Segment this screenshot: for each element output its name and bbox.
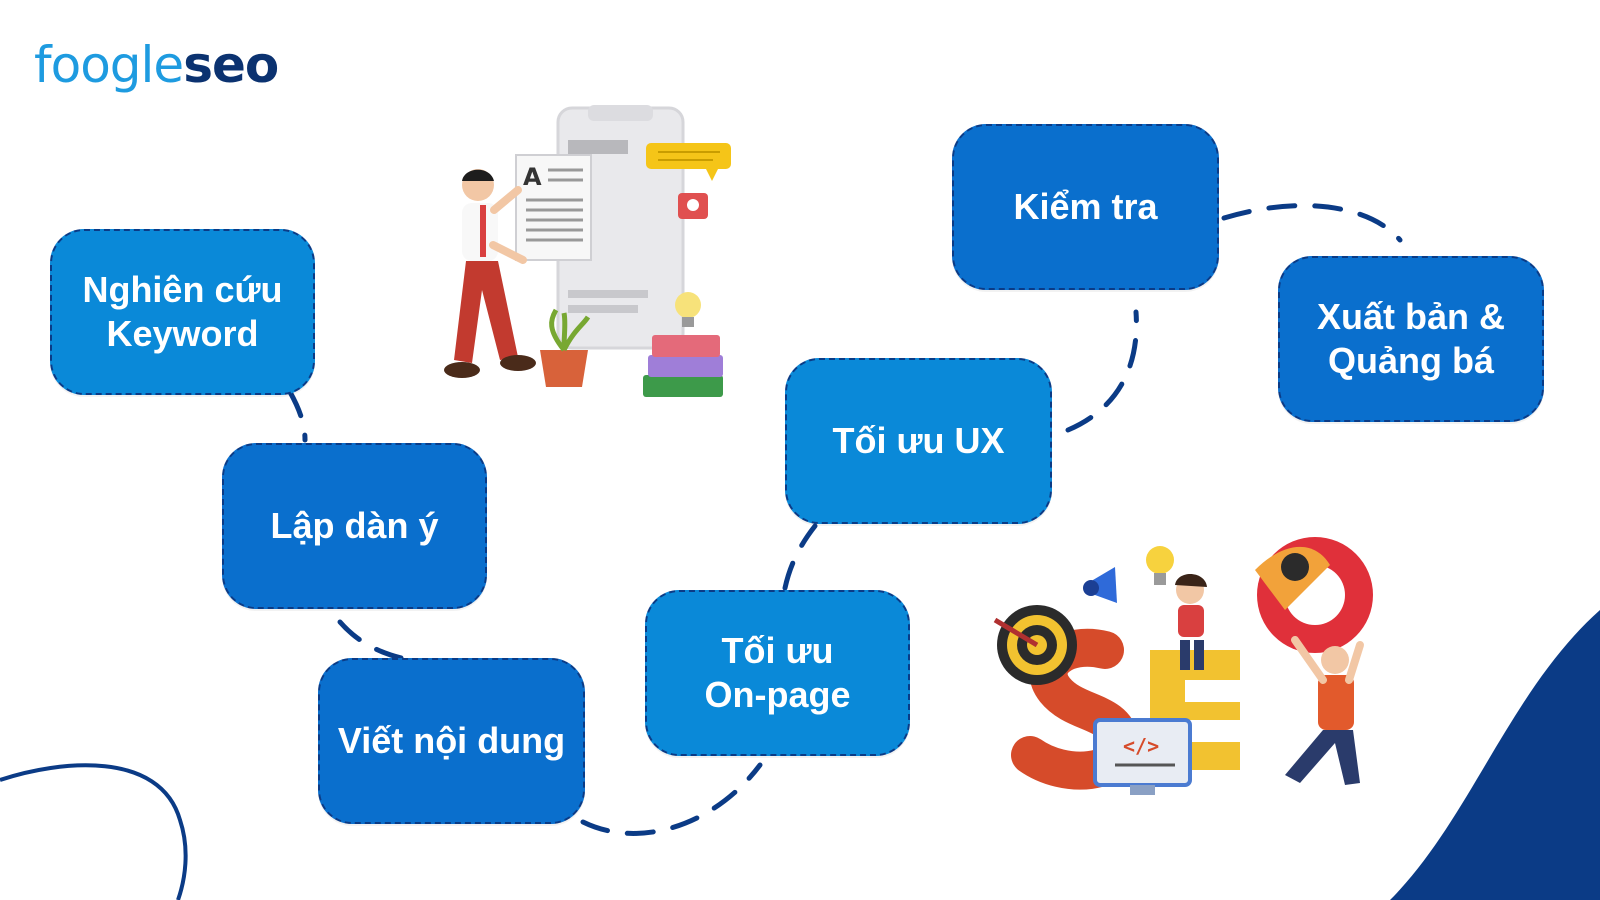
step-check: Kiểm tra — [952, 124, 1219, 290]
step-publish-promote: Xuất bản & Quảng bá — [1278, 256, 1544, 422]
logo-text-part2: seo — [183, 36, 279, 94]
svg-text:A: A — [523, 163, 542, 191]
bottom-right-wave — [1390, 610, 1600, 900]
connector-keyword-to-outline — [287, 389, 308, 443]
seo-letters-team-illustration: </> — [993, 537, 1373, 795]
step-write-content: Viết nội dung — [318, 658, 585, 824]
bottom-left-curve — [0, 763, 188, 900]
person-with-document-phone-illustration: A — [444, 105, 731, 397]
step-onpage-optimization: Tối ưu On-page — [645, 590, 910, 756]
step-ux-optimization: Tối ưu UX — [785, 358, 1052, 524]
svg-text:</>: </> — [1123, 734, 1159, 758]
connector-writing-to-onpage — [580, 762, 763, 836]
step-outline: Lập dàn ý — [222, 443, 487, 609]
step-keyword-research: Nghiên cứu Keyword — [50, 229, 315, 395]
connector-ux-to-check — [1065, 309, 1139, 433]
connector-outline-to-writing — [337, 619, 413, 663]
connector-check-to-publish — [1221, 203, 1403, 243]
connector-onpage-to-ux — [782, 523, 818, 591]
logo-text-part1: foogle — [34, 36, 184, 94]
foogleseo-logo: foogle seo — [34, 30, 279, 100]
